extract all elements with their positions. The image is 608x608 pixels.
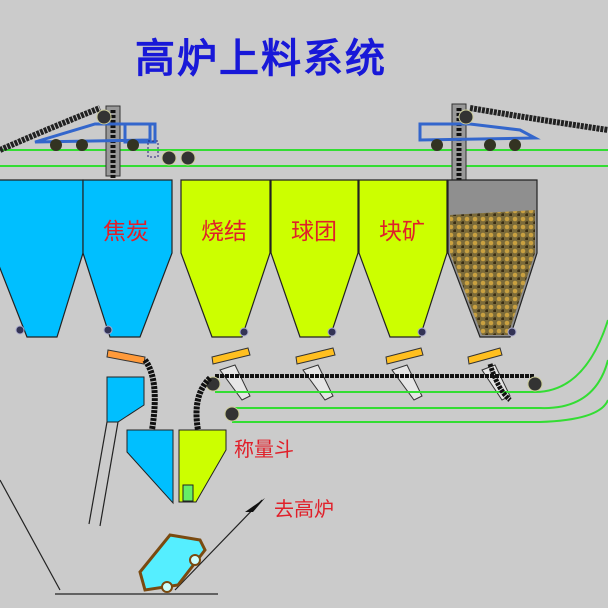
upper-conveyor: [0, 149, 608, 167]
weigh-hopper-coke: [126, 429, 174, 505]
skip-rails: [0, 421, 263, 595]
bin-1: [0, 179, 84, 338]
to-furnace-label: 去高炉: [274, 497, 334, 521]
coke-small-hopper: [106, 376, 145, 423]
arrow-head: [245, 498, 265, 512]
bin-lump-ore: [358, 179, 448, 338]
bin-coke: [82, 179, 173, 338]
storage-bins: [0, 179, 538, 338]
bin-label-sinter: 烧结: [201, 219, 247, 245]
belt-rollers: [161, 150, 196, 166]
page-title: 高炉上料系统: [135, 36, 387, 82]
screens: [219, 364, 511, 401]
skip-car: [138, 533, 207, 593]
weigh-hopper-ore: [178, 429, 227, 503]
weigh-gate: [182, 484, 194, 502]
weigh-hopper-label: 称量斗: [234, 437, 294, 461]
bin-label-lump-ore: 块矿: [379, 219, 425, 245]
bin-sinter: [180, 179, 271, 338]
bin-gate-wheels: [15, 325, 517, 337]
vibrating-feeders: [106, 347, 503, 365]
bin-label-pellet: 球团: [291, 219, 337, 245]
bin-pellet: [270, 179, 359, 338]
right-tripper-car: [418, 103, 608, 182]
left-tripper-car: [0, 105, 159, 180]
lower-conveyor: [142, 319, 608, 431]
bin-label-coke: 焦炭: [103, 219, 149, 245]
